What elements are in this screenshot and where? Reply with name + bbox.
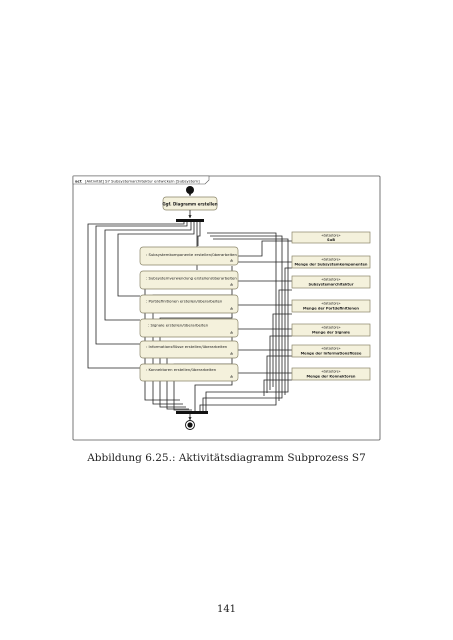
datastore-informationsfluesse[interactable]: «datastore» Menge der Informationsflüsse [291, 344, 371, 358]
stereotype-label: «datastore» [321, 347, 340, 351]
datastore-subsystemkomponenten[interactable]: «datastore» Menge der Subsystemkomponent… [291, 255, 371, 269]
join-bar [176, 411, 208, 414]
action-subsystemkomponente[interactable]: : Subsystemkomponente erstellen/überarbe… [139, 246, 239, 266]
fork-bar [176, 219, 204, 222]
datastore-label: Menge der Portdefinitionen [303, 307, 359, 311]
action-label: : Subsystemverwendung erstellen/überarbe… [146, 276, 237, 281]
rake-icon: ⋔ [230, 258, 233, 263]
page-number: 141 [216, 604, 237, 615]
stereotype-label: «datastore» [321, 234, 340, 238]
action-konnektoren[interactable]: : Konnektoren erstellen/überarbeiten ⋔ [139, 363, 239, 382]
figure-caption: Abbildung 6.25.: Aktivitätsdiagramm Subp… [87, 452, 366, 464]
rake-icon: ⋔ [230, 351, 233, 356]
action-informationsfluesse[interactable]: : Informationsflüsse erstellen/überarbei… [139, 340, 239, 359]
initial-node [186, 186, 194, 194]
action-label: Ggf. Diagramm erstellen [162, 201, 217, 206]
final-node [185, 420, 195, 430]
datastore-label: Menge der Informationsflüsse [301, 352, 362, 356]
rake-icon: ⋔ [230, 282, 233, 287]
frame-title-tab [72, 175, 210, 185]
frame-title-kind: act [75, 179, 82, 184]
datastore-signale[interactable]: «datastore» Menge der Signale [291, 323, 371, 337]
datastore-label: Menge der Signale [312, 331, 350, 335]
rake-icon: ⋔ [230, 306, 233, 311]
stereotype-label: «datastore» [321, 278, 340, 282]
action-label: : Subsystemkomponente erstellen/überarbe… [146, 252, 237, 257]
datastore-label: Menge der Konnektoren [307, 375, 356, 379]
datastore-subsystemarchitektur[interactable]: «datastore» Subsystemarchitektur [291, 275, 371, 289]
datastore-portdefinitionen[interactable]: «datastore» Menge der Portdefinitionen [291, 299, 371, 313]
action-label: : Konnektoren erstellen/überarbeiten [146, 367, 217, 372]
datastore-label: Menge der Subsystemkomponenten [295, 263, 368, 267]
action-label: : Informationsflüsse erstellen/überarbei… [146, 344, 228, 349]
action-signale[interactable]: : Signale erstellen/überarbeiten ⋔ [139, 318, 239, 338]
datastore-label: Subsystemarchitektur [309, 283, 354, 287]
stereotype-label: «datastore» [321, 326, 340, 330]
action-diagramm-erstellen[interactable]: Ggf. Diagramm erstellen [162, 196, 218, 211]
action-label: : Portdefinitionen erstellen/überarbeite… [146, 299, 223, 304]
datastore-sub[interactable]: «datastore» SuB [291, 231, 371, 244]
rake-icon: ⋔ [230, 330, 233, 335]
stereotype-label: «datastore» [321, 302, 340, 306]
rake-icon: ⋔ [230, 374, 233, 379]
action-portdefinitionen[interactable]: : Portdefinitionen erstellen/überarbeite… [139, 294, 239, 314]
datastore-konnektoren[interactable]: «datastore» Menge der Konnektoren [291, 367, 371, 381]
stereotype-label: «datastore» [321, 258, 340, 262]
frame-title: [Aktivität] S7 Subsystemarchitektur entw… [85, 179, 200, 184]
action-subsystemverwendung[interactable]: : Subsystemverwendung erstellen/überarbe… [139, 270, 239, 290]
action-label: : Signale erstellen/überarbeiten [148, 323, 209, 328]
datastore-label: SuB [327, 238, 335, 242]
stereotype-label: «datastore» [321, 370, 340, 374]
